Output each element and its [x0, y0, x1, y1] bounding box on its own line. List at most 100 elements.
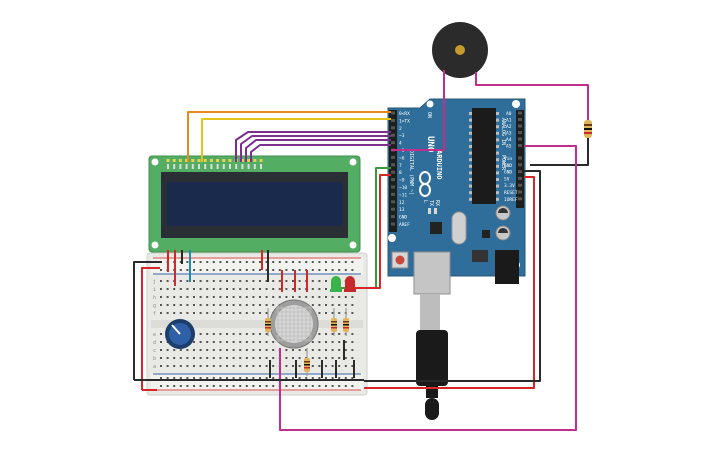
chip-leg [496, 118, 499, 122]
rail-hole [292, 377, 294, 379]
row-letter: b [153, 356, 156, 362]
analog-pin[interactable] [518, 131, 522, 134]
analog-pin[interactable] [518, 124, 522, 128]
rail-hole [232, 377, 235, 379]
analog-pin[interactable] [518, 137, 522, 141]
rail-hole [351, 269, 354, 271]
chip-leg [469, 171, 472, 175]
breadboard-hole [173, 312, 176, 314]
power-pin[interactable] [518, 176, 522, 180]
breadboard-hole [219, 357, 222, 359]
breadboard: j i h g f e d c b a [146, 252, 368, 396]
digital-pin[interactable] [391, 126, 395, 130]
rail-hole [285, 377, 288, 379]
rail-hole [311, 261, 314, 263]
rail-hole [226, 261, 228, 263]
breadboard-hole [311, 357, 314, 359]
breadboard-hole [325, 365, 327, 367]
breadboard-hole [219, 349, 222, 351]
analog-pin[interactable] [518, 111, 522, 115]
breadboard-hole [193, 349, 195, 351]
power-pin-label: IOREF [504, 197, 518, 203]
digital-pin[interactable] [391, 207, 395, 211]
breadboard-hole [173, 357, 176, 359]
rail-hole [166, 377, 169, 379]
rail-hole [325, 261, 327, 263]
breadboard-hole [325, 341, 327, 343]
row-letter: c [153, 348, 156, 354]
digital-pin[interactable] [391, 215, 395, 219]
digital-pin[interactable] [391, 141, 395, 145]
rail-hole [325, 269, 327, 271]
breadboard-hole [206, 333, 209, 335]
rail-hole [206, 261, 209, 263]
digital-pin[interactable] [391, 170, 395, 174]
rx-label: RX [434, 200, 440, 206]
rail-hole [338, 269, 341, 271]
breadboard-hole [245, 333, 248, 335]
digital-pin[interactable] [391, 133, 395, 137]
breadboard-hole [265, 312, 268, 314]
breadboard-hole [219, 333, 222, 335]
digital-pin[interactable] [391, 118, 395, 122]
breadboard-hole [179, 296, 182, 298]
power-pin[interactable] [518, 183, 522, 187]
digital-pin-label: 7 [399, 163, 402, 169]
breadboard-hole [219, 312, 222, 314]
power-pin[interactable] [518, 190, 522, 194]
digital-pin[interactable] [391, 200, 395, 204]
breadboard-hole [325, 288, 327, 290]
rail-hole [272, 377, 275, 379]
digital-pin[interactable] [391, 163, 395, 167]
chip-leg [469, 164, 472, 168]
digital-pin[interactable] [391, 185, 395, 189]
breadboard-hole [318, 365, 321, 367]
power-pin[interactable] [518, 156, 522, 160]
rail-hole [331, 385, 334, 387]
breadboard-hole [318, 341, 321, 343]
lcd-pin [222, 159, 226, 162]
breadboard-hole [292, 349, 294, 351]
rail-hole [186, 385, 189, 387]
breadboard-hole [259, 357, 261, 359]
breadboard-hole [245, 296, 248, 298]
digital-pin[interactable] [391, 111, 395, 115]
power-pin[interactable] [518, 163, 522, 167]
rail-hole [344, 377, 347, 379]
analog-pin[interactable] [518, 118, 522, 121]
breadboard-hole [338, 296, 341, 298]
breadboard-hole [226, 365, 228, 367]
breadboard-hole [160, 365, 162, 367]
power-pin[interactable] [518, 170, 522, 174]
breadboard-hole [226, 333, 228, 335]
lcd-pin-label-mark [210, 164, 213, 169]
rail-hole [272, 385, 275, 387]
digital-pin[interactable] [391, 222, 395, 226]
breadboard-hole [265, 365, 268, 367]
breadboard-hole [272, 365, 275, 367]
breadboard-hole [166, 280, 169, 282]
breadboard-hole [206, 296, 209, 298]
digital-pin[interactable] [391, 155, 395, 159]
lcd-pin [259, 159, 263, 162]
digital-pin[interactable] [391, 178, 395, 182]
digital-pin[interactable] [391, 192, 395, 196]
power-pin[interactable] [518, 197, 522, 201]
digital-pin-label: ~9 [399, 178, 405, 184]
breadboard-hole [199, 280, 202, 282]
breadboard-hole [179, 349, 182, 351]
rail-hole [212, 385, 215, 387]
lcd-pin [228, 159, 232, 162]
breadboard-hole [245, 288, 248, 290]
breadboard-hole [265, 304, 268, 306]
breadboard-hole [338, 304, 341, 306]
rail-hole [259, 385, 261, 387]
analog-pin[interactable] [518, 144, 522, 147]
breadboard-hole [259, 333, 261, 335]
breadboard-hole [265, 333, 268, 335]
breadboard-hole [272, 280, 275, 282]
rail-hole [285, 385, 288, 387]
breadboard-hole [193, 357, 195, 359]
potentiometer-knob-icon[interactable] [165, 319, 195, 349]
arduino-uno-board: DIGITAL (PWM ~) ANALOG IN POWER ARDUINO … [387, 98, 526, 295]
